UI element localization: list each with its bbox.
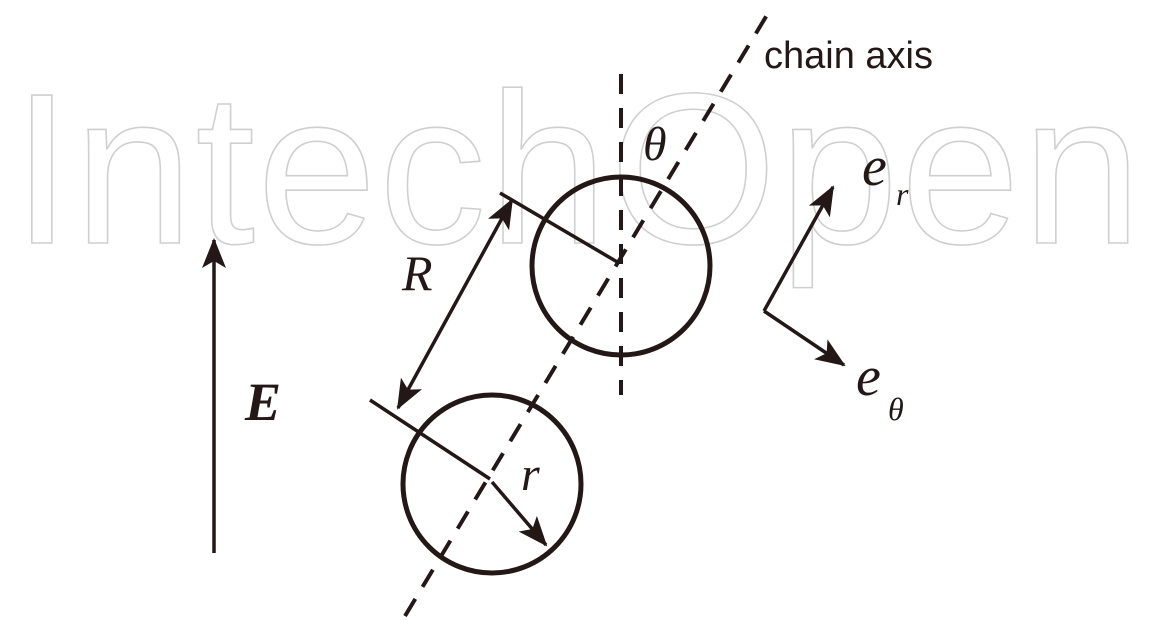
chain-axis-label: chain axis [764,35,933,77]
E-label: E [244,372,281,432]
upper-sphere [529,174,713,358]
distance-R-arrow [396,198,514,410]
e-r-subscript: r [896,176,909,212]
chain-axis-line [403,8,772,618]
radius-r-arrow [490,480,548,547]
r-label: r [521,448,540,501]
e-r-label: e r [862,136,909,212]
e-theta-subscript: θ [888,391,904,427]
unit-vector-e-theta-arrow [763,309,846,367]
e-r-base: e [862,136,887,198]
e-theta-label: e θ [856,346,904,427]
upper-center-guide-line [499,191,620,265]
theta-label: θ [643,118,667,171]
lower-center-guide-line [369,398,491,481]
unit-vector-e-r-arrow [762,185,835,312]
watermark-text: IntechOpen [12,48,1144,289]
e-theta-base: e [856,346,881,408]
R-label: R [401,245,433,301]
